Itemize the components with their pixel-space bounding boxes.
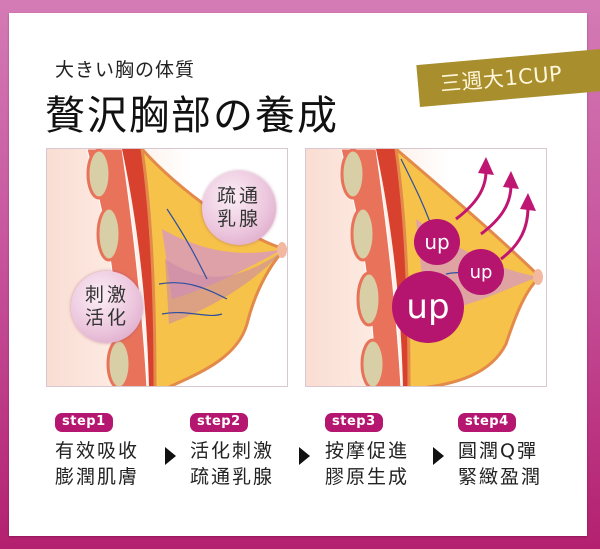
up-circle-small: up	[414, 219, 460, 265]
step-1: step1 有效吸收膨潤肌膚	[55, 413, 140, 488]
illustration-after: up up up	[305, 148, 547, 387]
up-circle-medium: up	[458, 249, 504, 295]
triangle-right-icon	[433, 447, 444, 465]
illustration-before: 疏通乳腺 刺激活化	[46, 148, 288, 387]
up-arrows	[455, 170, 530, 261]
step-2: step2 活化刺激疏通乳腺	[190, 413, 275, 488]
page-title: 贅沢胸部の養成	[45, 93, 339, 139]
bubble-stimulate-activate: 刺激活化	[71, 271, 143, 343]
step-badge: step2	[190, 413, 248, 432]
subtitle: 大きい胸の体質	[55, 59, 196, 81]
bubble-unblock-mammary: 疏通乳腺	[202, 171, 276, 245]
step-badge: step4	[458, 413, 516, 432]
triangle-right-icon	[165, 447, 176, 465]
step-3: step3 按摩促進膠原生成	[325, 413, 410, 488]
up-circle-large: up	[392, 271, 464, 343]
step-badge: step3	[325, 413, 383, 432]
breast-anatomy-illustration	[340, 149, 543, 386]
step-badge: step1	[55, 413, 113, 432]
triangle-right-icon	[299, 447, 310, 465]
step-4: step4 圓潤Q彈緊緻盈潤	[458, 413, 543, 488]
